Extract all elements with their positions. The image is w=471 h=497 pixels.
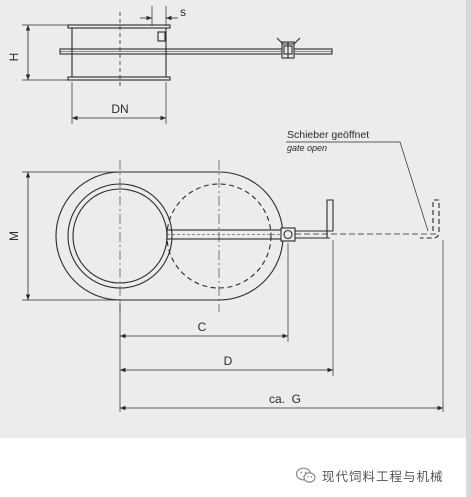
page-edge [466, 0, 471, 497]
watermark-text: 现代饲料工程与机械 [322, 468, 444, 484]
dim-label-g: ca. G [269, 392, 301, 406]
annotation-title: Schieber geöffnet [287, 129, 369, 141]
annotation-leader [286, 141, 429, 232]
dim-label-h: H [7, 53, 21, 62]
drawing-area [0, 0, 466, 438]
watermark: 现代饲料工程与机械 [296, 466, 444, 484]
dim-label-c: C [198, 320, 207, 334]
bolt [283, 229, 293, 240]
wechat-icon [296, 467, 316, 483]
side-view [22, 6, 333, 124]
wing-nut [276, 37, 301, 59]
latch [157, 31, 166, 42]
dim-label-m: M [7, 231, 21, 241]
bottom-flange [67, 76, 171, 81]
dim-label-d: D [224, 354, 233, 368]
handle-hook-open [420, 199, 440, 239]
bolt-head [280, 227, 296, 242]
top-flange [67, 24, 171, 29]
dim-label-s: s [180, 5, 186, 19]
annotation-subtitle: gate open [287, 143, 327, 153]
dim-label-dn: DN [111, 102, 128, 116]
handle-hook-closed [326, 199, 334, 238]
valve-body-outline [55, 171, 284, 301]
plan-view [22, 141, 444, 412]
